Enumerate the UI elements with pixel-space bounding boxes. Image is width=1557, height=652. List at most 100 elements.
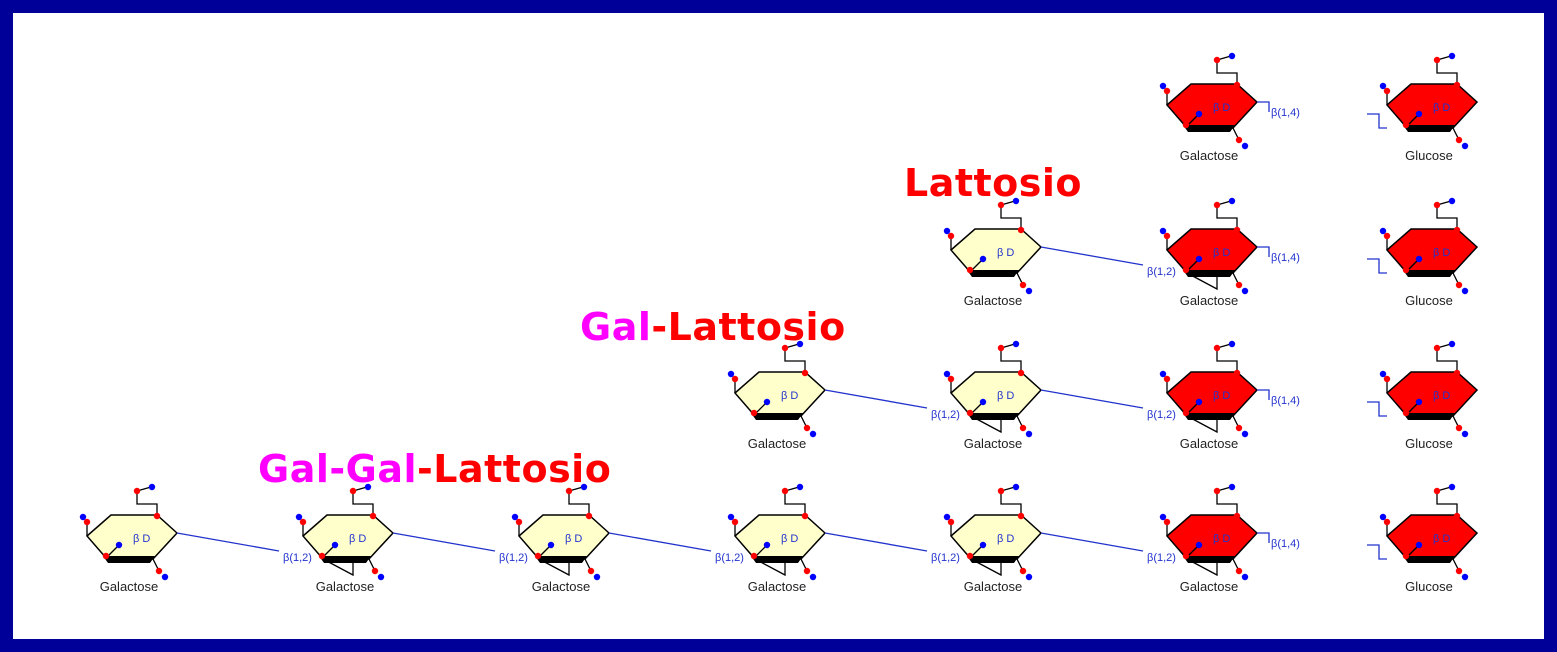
anomer-label: β D	[997, 247, 1014, 259]
hydroxyl-atom	[1025, 573, 1033, 581]
hydroxyl-atom	[1461, 142, 1469, 150]
ring-front-edge	[1403, 125, 1455, 132]
oxygen-atom	[1235, 424, 1243, 432]
oxygen-atom	[515, 518, 523, 526]
beta-1-4-bond: β(1,4)	[1257, 532, 1387, 560]
oxygen-atom	[1017, 226, 1025, 234]
oxygen-atom	[1453, 226, 1461, 234]
hydroxyl-atom	[161, 573, 169, 581]
hydroxyl-atom	[79, 513, 87, 521]
hydroxyl-atom	[1159, 227, 1167, 235]
ring-front-edge	[1403, 413, 1455, 420]
hydroxyl-atom	[1012, 483, 1020, 491]
oxygen-atom	[1213, 487, 1221, 495]
oxygen-atom	[1455, 281, 1463, 289]
sugar-name-label: Galactose	[964, 436, 1023, 451]
hydroxyl-atom	[511, 513, 519, 521]
beta-1-2-bond: β(1,2)	[608, 532, 786, 577]
oxygen-atom	[1233, 512, 1241, 520]
oxygen-atom	[1233, 226, 1241, 234]
oxygen-atom	[1163, 232, 1171, 240]
ring-front-edge	[751, 413, 803, 420]
ch2oh-bond	[136, 486, 158, 515]
bond-label: β(1,4)	[1271, 538, 1300, 550]
glycosidic-line	[1257, 246, 1270, 257]
hydroxyl-atom	[1228, 52, 1236, 60]
anomer-label: β D	[1213, 247, 1230, 259]
oxygen-atom	[947, 518, 955, 526]
hydroxyl-atom	[1379, 370, 1387, 378]
hydroxyl-atom	[943, 227, 951, 235]
ch2oh-bond	[568, 486, 590, 515]
sugar-ring	[949, 228, 1043, 274]
sugar-name-label: Galactose	[748, 436, 807, 451]
oxygen-atom	[1235, 136, 1243, 144]
hydroxyl-atom	[295, 513, 303, 521]
hydroxyl-atom	[115, 541, 123, 549]
beta-1-2-bond: β(1,2)	[176, 532, 354, 577]
ring-front-edge	[1403, 270, 1455, 277]
bond-label: β(1,4)	[1271, 395, 1300, 407]
glycosidic-line	[1367, 544, 1387, 560]
hydroxyl-atom	[1241, 287, 1249, 295]
bond-label: β(1,4)	[1271, 252, 1300, 264]
ch2oh-bond	[1000, 200, 1022, 229]
ch2oh-bond	[1216, 486, 1238, 515]
oxygen-atom	[1182, 552, 1190, 560]
oxygen-atom	[1213, 344, 1221, 352]
hydroxyl-atom	[1195, 110, 1203, 118]
oxygen-atom	[153, 512, 161, 520]
hydroxyl-atom	[1448, 483, 1456, 491]
oxygen-atom	[997, 344, 1005, 352]
oxygen-atom	[966, 409, 974, 417]
oxygen-atom	[966, 266, 974, 274]
bond-label: β(1,2)	[931, 409, 960, 421]
anomer-label: β D	[1213, 533, 1230, 545]
glycosidic-line	[1257, 532, 1270, 543]
oxygen-atom	[133, 487, 141, 495]
ch2oh-bond	[1436, 486, 1458, 515]
oxygen-atom	[1182, 121, 1190, 129]
ch2oh-bond	[1216, 55, 1238, 84]
hydroxyl-atom	[763, 541, 771, 549]
anomer-label: β D	[565, 533, 582, 545]
oxygen-atom	[731, 518, 739, 526]
hydroxyl-atom	[1448, 52, 1456, 60]
glycosidic-line	[608, 532, 712, 552]
anomer-label: β D	[1433, 102, 1450, 114]
oxygen-atom	[587, 567, 595, 575]
ring-front-edge	[1403, 556, 1455, 563]
glycosidic-line	[970, 415, 1002, 434]
glycosidic-line	[176, 532, 280, 552]
sugar-name-label: Galactose	[100, 579, 159, 594]
glycosidic-line	[1367, 401, 1387, 417]
glycosidic-line	[1367, 113, 1387, 129]
title-gal-part: Gal	[580, 305, 652, 349]
glycosidic-line	[1186, 558, 1218, 577]
oxygen-atom	[102, 552, 110, 560]
ring-front-edge	[1183, 125, 1235, 132]
oxygen-atom	[1213, 201, 1221, 209]
glycosidic-line	[824, 389, 928, 409]
oxygen-atom	[369, 512, 377, 520]
sugar-ring	[949, 371, 1043, 417]
oxygen-atom	[1182, 409, 1190, 417]
hydroxyl-atom	[1379, 227, 1387, 235]
title-gal-lattosio: Gal-Lattosio	[580, 305, 846, 349]
hydroxyl-atom	[1241, 573, 1249, 581]
glycosidic-line	[1040, 532, 1144, 552]
oxygen-atom	[750, 552, 758, 560]
hydroxyl-atom	[1415, 255, 1423, 263]
oxygen-atom	[1453, 369, 1461, 377]
oxygen-atom	[947, 375, 955, 383]
sugar-name-label: Glucose	[1405, 436, 1453, 451]
hydroxyl-atom	[580, 483, 588, 491]
sugar-ring	[1165, 83, 1259, 129]
oxygen-atom	[1383, 518, 1391, 526]
oxygen-atom	[349, 487, 357, 495]
